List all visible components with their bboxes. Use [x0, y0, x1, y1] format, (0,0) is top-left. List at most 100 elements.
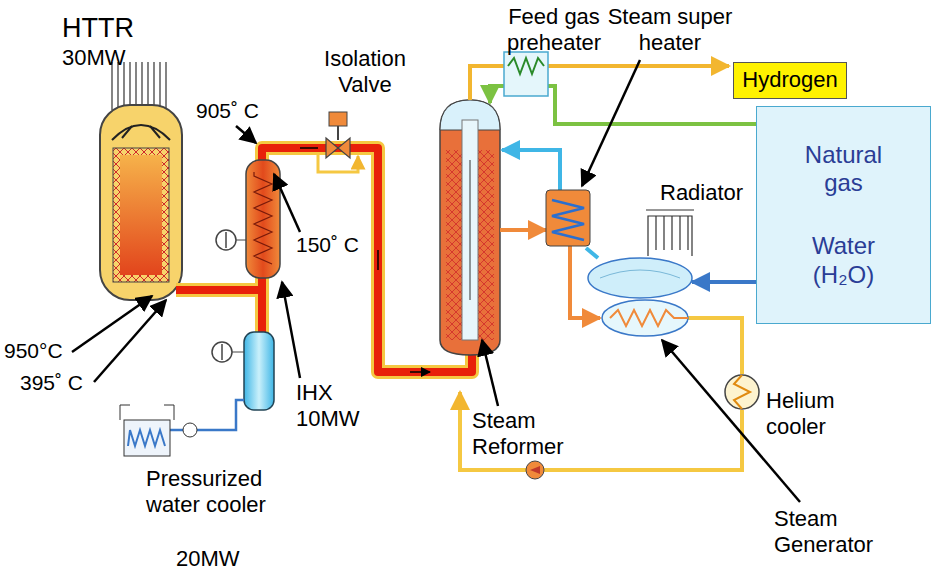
reactor-vessel-part-part — [141, 62, 142, 110]
steam-generator-part — [602, 300, 688, 336]
component-name: Helium cooler — [766, 388, 866, 441]
isolation-valve-part — [337, 126, 339, 140]
ihx-vessel-part — [225, 232, 227, 248]
reactor-vessel-part — [100, 105, 182, 300]
helium-cooler — [725, 375, 759, 409]
component-name: Pressurized water cooler — [146, 466, 296, 519]
water-cooler-part — [221, 344, 223, 360]
leader-arrows — [72, 60, 800, 502]
process-lines-part — [500, 228, 546, 232]
component-name: Radiator — [660, 180, 743, 206]
steam-superheater — [546, 190, 590, 246]
component-name: Steam Reformer — [472, 408, 582, 461]
power-rating: 10MW — [296, 406, 360, 432]
water-cooler-part — [124, 420, 170, 456]
process-lines-part — [504, 52, 548, 96]
primary-pipe-part — [300, 148, 430, 372]
temperature: 950°C — [4, 338, 63, 363]
reactor-vessel-part-part — [165, 62, 166, 110]
reactor-vessel-part-part — [135, 62, 136, 110]
leader-arrows-part — [274, 174, 300, 232]
process-lines-part — [508, 58, 544, 74]
radiator-part — [656, 216, 688, 250]
ihx-vessel — [216, 160, 280, 278]
circulator-part — [526, 461, 544, 479]
valve-label: Isolation Valve — [310, 46, 420, 99]
leader-arrows-part — [482, 340, 498, 406]
process-lines-part — [692, 280, 756, 284]
leader-arrows-part — [282, 282, 300, 378]
leader-arrows-part — [236, 126, 256, 143]
feedstock-box: Natural gasWater (H₂O) — [756, 106, 931, 324]
power-rating: 20MW — [176, 546, 240, 572]
circulator-part — [530, 466, 540, 474]
leader-arrows-part — [582, 60, 640, 186]
primary-pipe-part — [176, 148, 472, 372]
reactor-vessel-part-part — [159, 62, 160, 110]
component-name: Steam Generator — [774, 506, 894, 559]
steam-reformer-part — [440, 100, 500, 355]
water-cooler-part — [183, 423, 197, 437]
process-lines-part — [586, 248, 598, 258]
water-cooler-part — [244, 332, 274, 410]
reactor-vessel-part — [113, 148, 169, 282]
reactor-vessel-part-part — [129, 62, 130, 110]
primary-pipe-part — [255, 290, 269, 334]
reactor-vessel-part — [112, 125, 170, 140]
process-lines-part — [460, 392, 742, 470]
reactor-vessel-part-part — [147, 62, 148, 110]
component-name: Steam super heater — [600, 4, 740, 57]
steam-generator-part — [588, 258, 692, 298]
node-text: Water (H₂O) — [789, 232, 899, 290]
primary-pipe-part — [258, 290, 266, 334]
radiator-part — [648, 216, 692, 256]
water-cooler-part — [232, 352, 244, 353]
water-cooler-part — [212, 342, 232, 362]
water-cooler — [120, 332, 274, 456]
steam-reformer — [440, 100, 500, 355]
helium-cooler-part — [725, 375, 759, 409]
temperature: 905˚ C — [196, 98, 259, 123]
water-cooler-part — [120, 405, 174, 420]
steam-superheater-part — [546, 190, 590, 246]
water-cooler-part — [170, 400, 244, 430]
primary-pipe — [176, 148, 472, 372]
temperature: 150˚ C — [296, 232, 359, 257]
helium-cooler-part — [734, 375, 750, 409]
process-lines — [460, 52, 756, 470]
steam-reformer-part — [470, 160, 471, 300]
isolation-valve-part — [318, 154, 358, 172]
steam-generator-part — [600, 270, 680, 278]
node-text: Natural gas — [789, 141, 899, 199]
ihx-vessel-part — [236, 240, 246, 241]
ihx-vessel-part — [216, 230, 236, 250]
isolation-valve-part — [326, 138, 350, 158]
product-box: Hydrogen — [733, 62, 847, 99]
circulator — [526, 461, 544, 479]
steam-superheater-part — [552, 200, 584, 240]
leader-arrows-part — [94, 300, 166, 382]
process-lines-part — [688, 318, 742, 374]
power-rating: 30MW — [62, 45, 126, 71]
steam-generator-part — [610, 310, 688, 326]
reactor-vessel — [100, 62, 182, 300]
node-text: Hydrogen — [742, 67, 837, 93]
primary-pipe-part — [176, 148, 472, 372]
reactor-vessel-part — [122, 126, 160, 138]
temperature: 395˚ C — [20, 370, 83, 395]
isolation-valve — [318, 112, 358, 172]
ihx-vessel-part — [254, 172, 272, 264]
component-name: IHX — [296, 380, 333, 406]
component-name: Feed gas preheater — [494, 4, 614, 57]
water-cooler-part — [128, 430, 165, 446]
steam-reformer-part — [462, 120, 478, 340]
reactor-vessel-part — [120, 155, 162, 275]
radiator — [646, 210, 694, 256]
plant-name: HTTR — [62, 12, 134, 44]
steam-generator — [588, 258, 692, 336]
process-lines-part — [502, 150, 560, 190]
leader-arrows-part — [72, 296, 152, 352]
radiator-part — [646, 209, 694, 210]
reactor-vessel-part-part — [153, 62, 154, 110]
